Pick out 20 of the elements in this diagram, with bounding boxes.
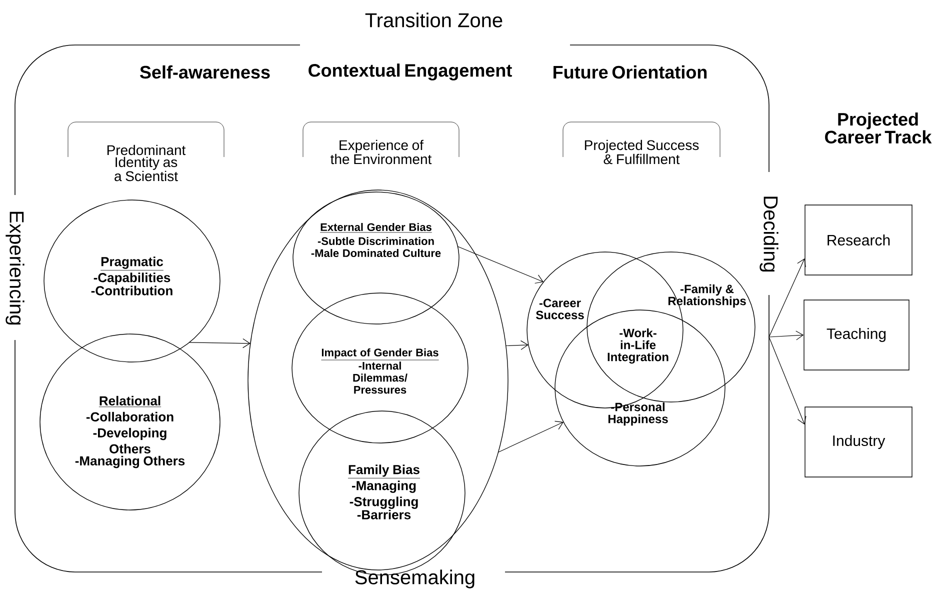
track-box: Research: [804, 204, 912, 276]
bracket-box: Predominant Identity as a Scientist: [68, 122, 224, 182]
column-heading: Self-awareness: [140, 65, 270, 79]
zone-title: Transition Zone: [362, 10, 506, 30]
arrow: [768, 336, 806, 425]
phase-label: Deciding: [758, 193, 780, 275]
arrow: [189, 338, 250, 348]
column-heading: Contextual Engagement: [308, 64, 512, 80]
arrow: [498, 420, 564, 453]
arrow: [768, 330, 804, 340]
bracket-box: Experience of the Environment: [302, 122, 460, 164]
track-box: Industry: [804, 406, 912, 478]
phase-label: Experiencing: [4, 208, 26, 328]
intersection-label: -Work-in-Life Integration: [608, 328, 668, 364]
column-heading: Projected Career Track: [825, 112, 932, 144]
arrow: [768, 258, 806, 338]
bracket-box: Projected Success & Fulfillment: [562, 122, 720, 164]
arrow: [506, 340, 528, 350]
track-box: Teaching: [804, 300, 910, 370]
column-heading: Future Orientation: [554, 65, 707, 79]
